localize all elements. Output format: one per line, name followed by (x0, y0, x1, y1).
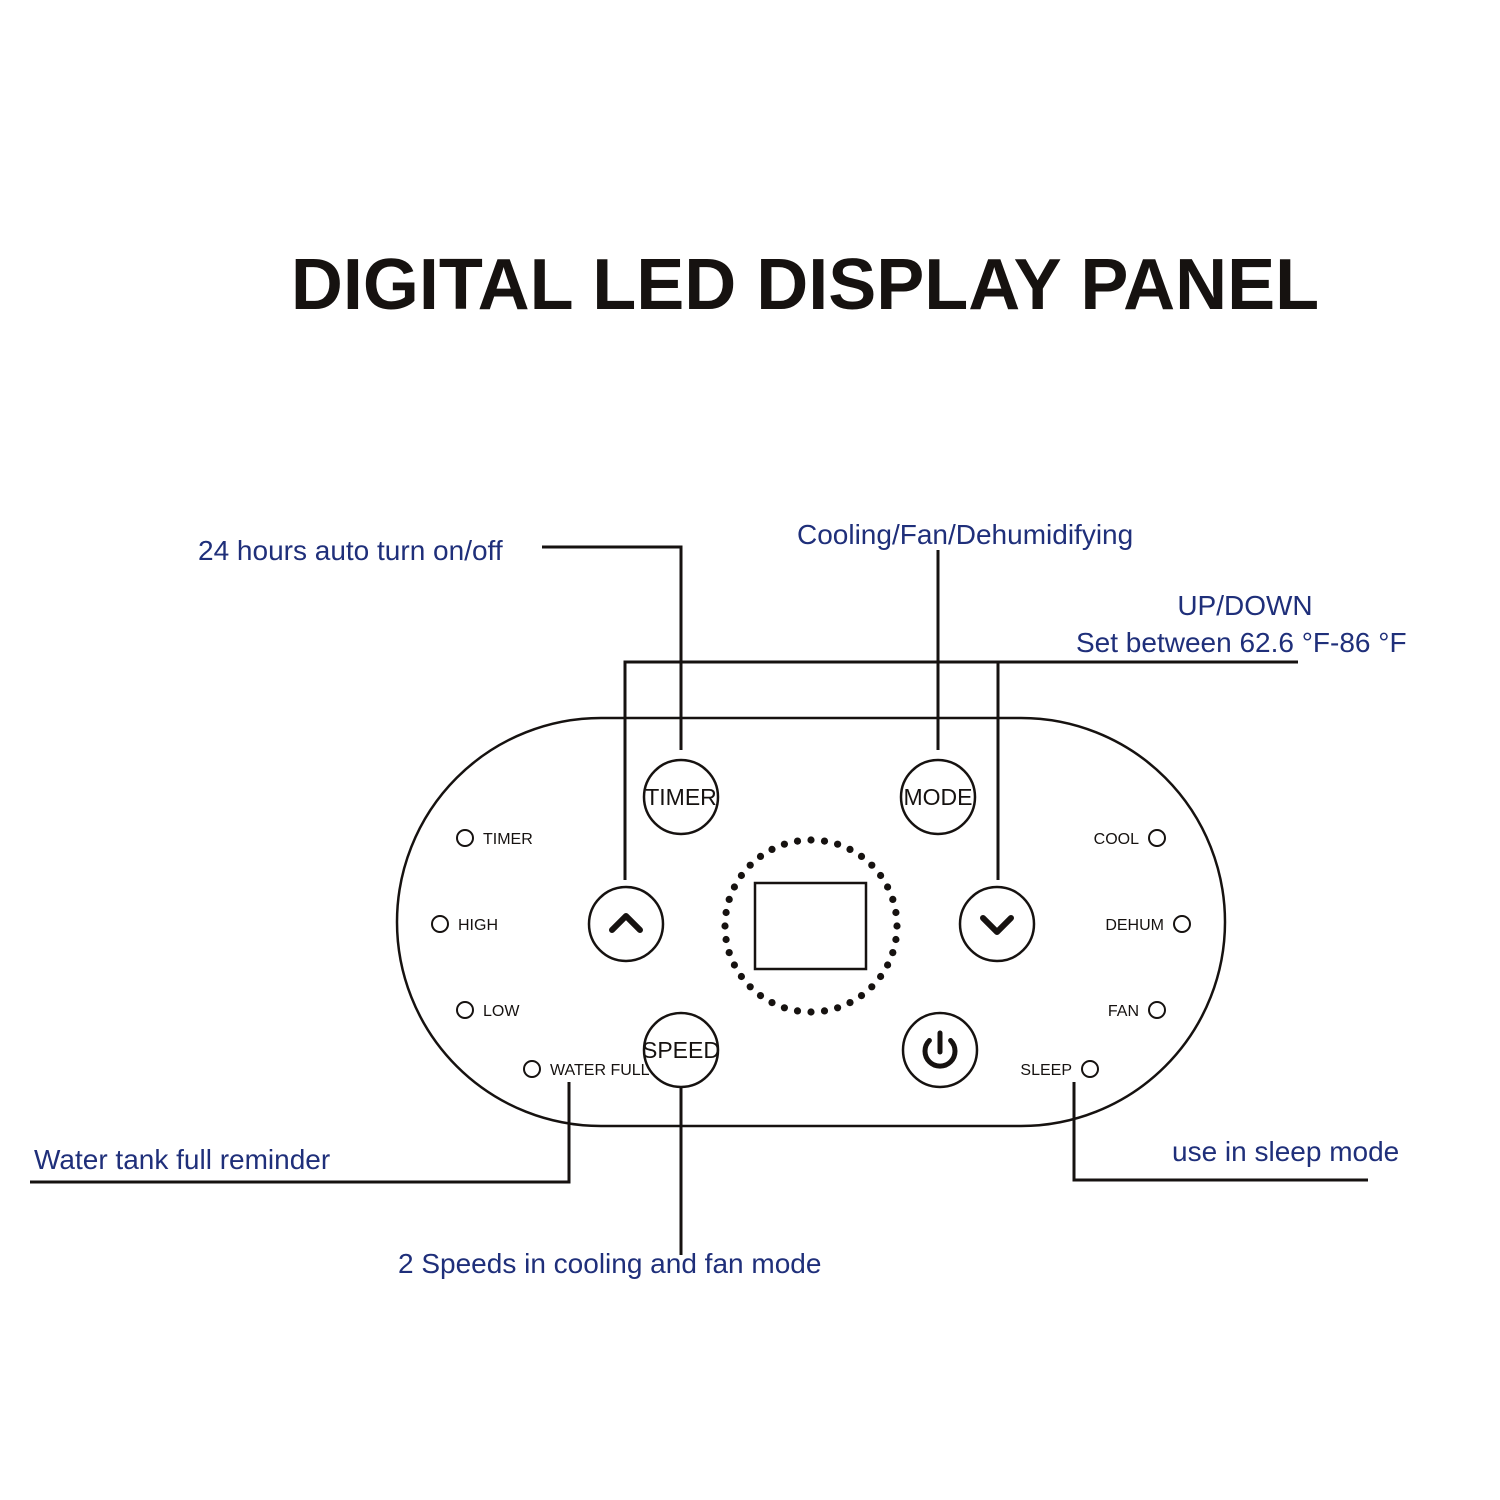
ring-dot (846, 999, 854, 1007)
display-dotted-ring (721, 836, 901, 1016)
indicator-led (523, 1060, 541, 1078)
leader-line-sleep (1072, 1082, 1368, 1182)
ring-dot (892, 935, 900, 944)
indicator-dehum-label: DEHUM (1105, 917, 1164, 934)
leader-line-timer (542, 545, 683, 750)
ring-dot (756, 992, 765, 1000)
ring-dot (793, 1007, 802, 1015)
indicator-timer-label: TIMER (483, 831, 533, 848)
up-button[interactable] (587, 885, 665, 963)
indicator-led (1148, 1001, 1166, 1019)
ring-dot (807, 836, 815, 844)
mode-button-label: MODE (904, 784, 973, 810)
callout-mode: Cooling/Fan/Dehumidifying (797, 519, 1133, 550)
indicator-low-label: LOW (483, 1003, 520, 1020)
indicator-led (431, 915, 449, 933)
indicator-low: LOW (456, 1001, 520, 1020)
indicator-high: HIGH (431, 915, 498, 934)
ring-dot (737, 871, 746, 880)
ring-dot (730, 883, 739, 891)
ring-dot (737, 972, 746, 981)
speed-button[interactable]: SPEED (642, 1011, 720, 1089)
ring-dot (834, 1004, 842, 1012)
ring-dot (889, 895, 897, 904)
callout-sleep: use in sleep mode (1172, 1136, 1399, 1167)
ring-dot (746, 983, 754, 991)
ring-dot (846, 845, 854, 854)
callout-water: Water tank full reminder (34, 1144, 330, 1175)
ring-dot (722, 908, 730, 917)
chevron-down-icon (980, 915, 1014, 935)
speed-button-label: SPEED (642, 1037, 720, 1063)
ring-dot (722, 935, 730, 944)
indicator-led (1148, 829, 1166, 847)
indicator-sleep: SLEEP (1020, 1060, 1099, 1079)
ring-dot (730, 961, 739, 969)
callout-updown-range: Set between 62.6 °F-86 °F (1076, 627, 1407, 658)
power-button[interactable] (901, 1011, 979, 1089)
led-display-screen (753, 881, 868, 971)
indicator-led (456, 1001, 474, 1019)
indicator-led (1081, 1060, 1099, 1078)
ring-dot (857, 852, 866, 861)
timer-button[interactable]: TIMER (642, 758, 720, 836)
indicator-led (1173, 915, 1191, 933)
indicator-fan-label: FAN (1108, 1003, 1139, 1020)
callout-speed: 2 Speeds in cooling and fan mode (398, 1248, 821, 1279)
chevron-up-icon (609, 913, 643, 933)
ring-dot (780, 840, 789, 848)
ring-dot (807, 1008, 815, 1016)
indicator-led (456, 829, 474, 847)
ring-dot (756, 852, 765, 861)
ring-dot (857, 992, 866, 1000)
ring-dot (721, 922, 729, 930)
callout-timer: 24 hours auto turn on/off (198, 535, 503, 566)
indicator-sleep-label: SLEEP (1020, 1062, 1072, 1079)
page-title: DIGITAL LED DISPLAY PANEL (290, 245, 1320, 325)
ring-dot (868, 861, 876, 869)
ring-dot (820, 837, 829, 845)
ring-dot (884, 883, 892, 891)
ring-dot (725, 895, 733, 904)
ring-dot (746, 861, 754, 869)
indicator-timer: TIMER (456, 829, 533, 848)
indicator-water-full: WATER FULL (523, 1060, 650, 1079)
ring-dot (768, 845, 776, 854)
indicator-cool: COOL (1094, 829, 1166, 848)
indicator-high-label: HIGH (458, 917, 498, 934)
indicator-dehum: DEHUM (1105, 915, 1191, 934)
power-icon (922, 1030, 958, 1069)
indicator-fan: FAN (1108, 1001, 1166, 1020)
callout-updown-title: UP/DOWN (1177, 590, 1312, 621)
ring-dot (877, 871, 885, 880)
ring-dot (834, 840, 842, 848)
ring-dot (780, 1004, 789, 1012)
ring-dot (793, 837, 802, 845)
ring-dot (725, 949, 733, 957)
ring-dot (868, 983, 876, 991)
ring-dot (892, 908, 900, 917)
timer-button-label: TIMER (645, 784, 717, 810)
ring-dot (889, 949, 897, 957)
ring-dot (768, 999, 776, 1007)
mode-button[interactable]: MODE (899, 758, 977, 836)
leader-line-updown (623, 660, 1298, 880)
ring-dot (884, 961, 892, 969)
indicator-water-full-label: WATER FULL (550, 1062, 650, 1079)
down-button[interactable] (958, 885, 1036, 963)
leader-line-water (30, 1082, 571, 1184)
indicator-cool-label: COOL (1094, 831, 1139, 848)
ring-dot (877, 972, 885, 981)
ring-dot (820, 1007, 829, 1015)
ring-dot (893, 922, 901, 930)
